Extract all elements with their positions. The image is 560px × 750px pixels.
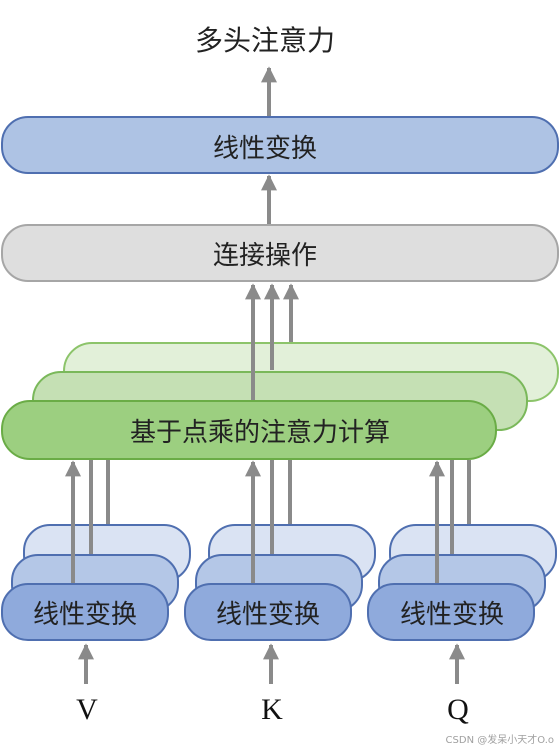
diagram-title: 多头注意力: [195, 24, 335, 57]
concat-label: 连接操作: [213, 241, 317, 271]
watermark: CSDN @发呆小天才O.o: [446, 733, 554, 746]
branch-q: 线性变换 Q: [367, 460, 557, 726]
linear-label-q: 线性变换: [400, 600, 504, 630]
input-label-k: K: [261, 693, 283, 726]
top-linear-label: 线性变换: [213, 134, 317, 164]
branch-v: 线性变换 V: [1, 460, 191, 726]
branch-k: 线性变换 K: [184, 460, 376, 726]
input-label-v: V: [76, 693, 98, 726]
input-label-q: Q: [447, 693, 469, 726]
arrows-attention-to-concat: [245, 283, 299, 400]
linear-label-v: 线性变换: [33, 600, 137, 630]
attention-block: 基于点乘的注意力计算: [1, 400, 497, 460]
top-linear-block: 线性变换: [1, 116, 559, 174]
attention-label: 基于点乘的注意力计算: [130, 418, 390, 448]
concat-block: 连接操作: [1, 224, 559, 282]
linear-label-k: 线性变换: [216, 600, 320, 630]
